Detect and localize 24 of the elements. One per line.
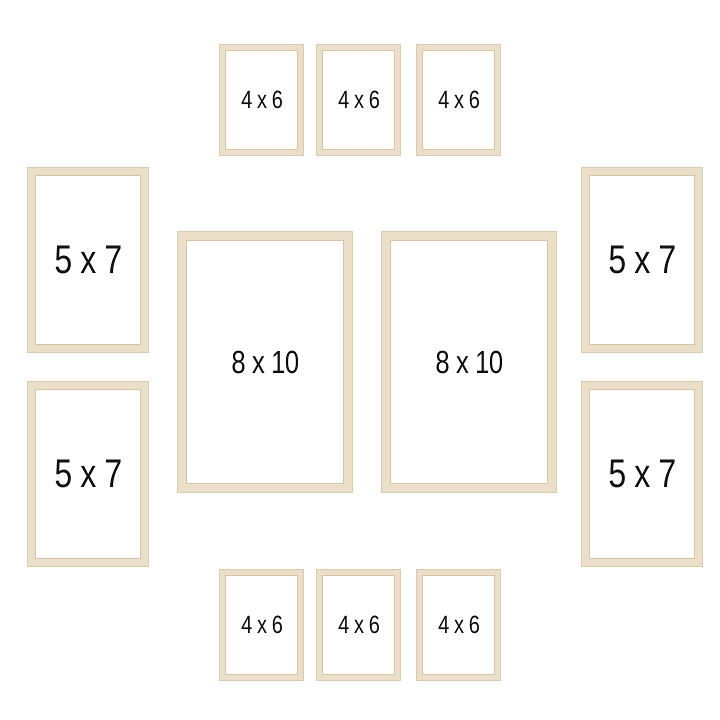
picture-frame	[220, 45, 303, 155]
frame-size-label: 4 x 6	[338, 610, 380, 640]
picture-frame	[417, 570, 500, 680]
frame-size-label: 5 x 7	[54, 452, 122, 496]
picture-frame	[582, 382, 702, 566]
picture-frame	[178, 232, 352, 492]
picture-frame	[28, 382, 148, 566]
frame-size-label: 5 x 7	[54, 238, 122, 282]
frame-size-label: 8 x 10	[435, 344, 503, 380]
picture-frame	[28, 168, 148, 352]
picture-frame	[220, 570, 303, 680]
frame-size-label: 5 x 7	[608, 238, 676, 282]
frame-size-label: 5 x 7	[608, 452, 676, 496]
picture-frame	[417, 45, 500, 155]
picture-frame	[582, 168, 702, 352]
frame-size-label: 4 x 6	[438, 86, 480, 114]
frame-size-label: 8 x 10	[231, 344, 299, 380]
frame-size-label: 4 x 6	[240, 86, 282, 114]
picture-frame	[317, 570, 400, 680]
frame-size-label: 4 x 6	[438, 610, 480, 640]
frame-size-label: 4 x 6	[338, 86, 380, 114]
picture-frame	[317, 45, 400, 155]
picture-frame	[382, 232, 556, 492]
frame-size-label: 4 x 6	[240, 610, 282, 640]
